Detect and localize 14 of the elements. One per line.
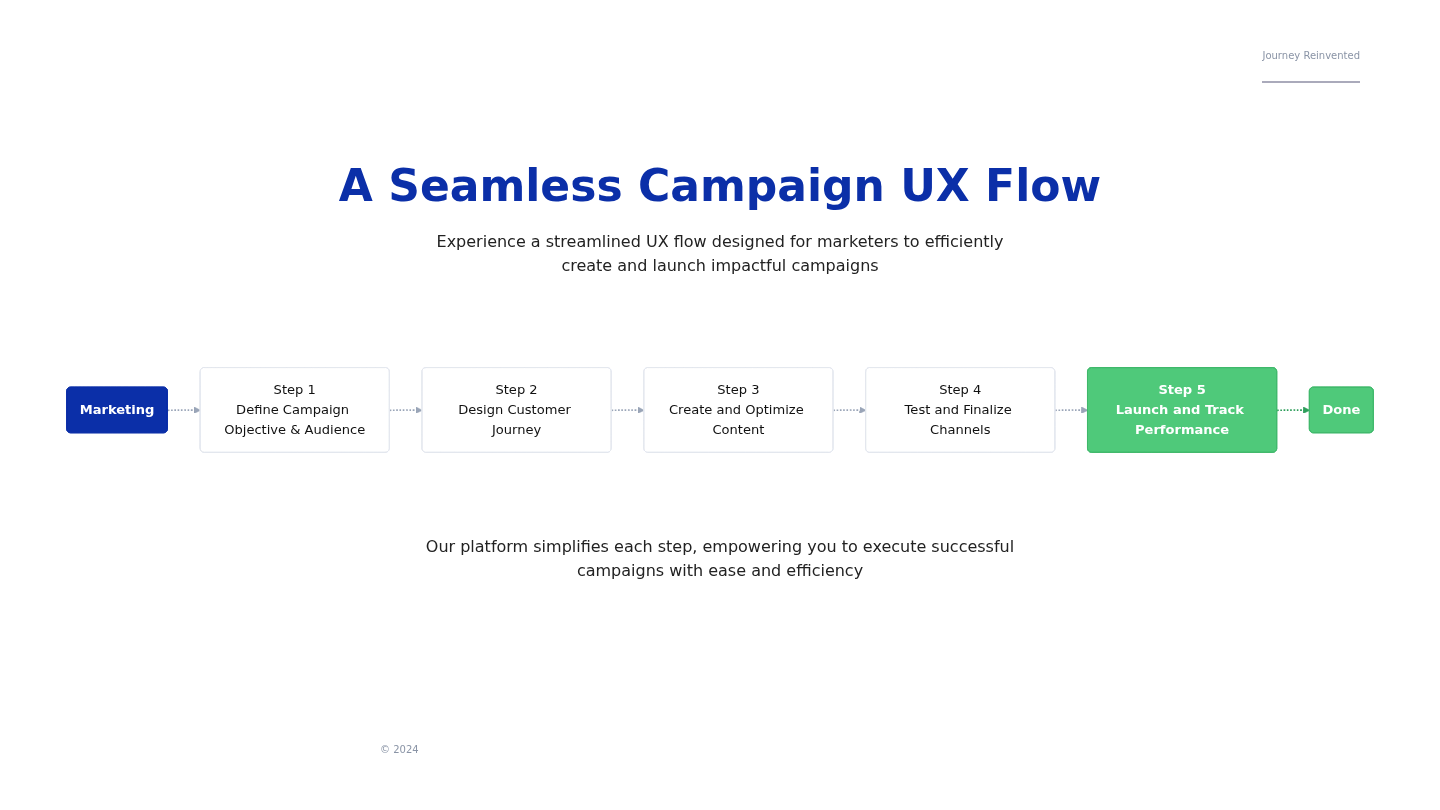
tagline: Journey Reinvented (1262, 50, 1360, 83)
node-text: Step 4 Test and Finalize Channels (904, 382, 1012, 437)
copyright-text: © 2024 (380, 744, 419, 755)
node-text: Step 2 Design Customer Journey (458, 382, 571, 437)
title: A Seamless Campaign UX Flow (337, 160, 1103, 211)
arrow (1054, 406, 1089, 414)
subtitle: Experience a streamlined UX flow designed for marketers to efficiently create and launch impactful campaigns (435, 231, 1005, 277)
arrow (610, 406, 645, 414)
node-text: Step 3 Create and Optimize Content (668, 382, 804, 437)
arrow (167, 406, 201, 414)
summary-text: Our platform simplifies each step, empowering you to execute successful campaigns with ease and efficiency (424, 536, 1016, 582)
node-text: Step 1 Define Campaign Objective & Audience (224, 382, 366, 437)
arrow (388, 406, 423, 414)
arrow (1276, 406, 1311, 414)
